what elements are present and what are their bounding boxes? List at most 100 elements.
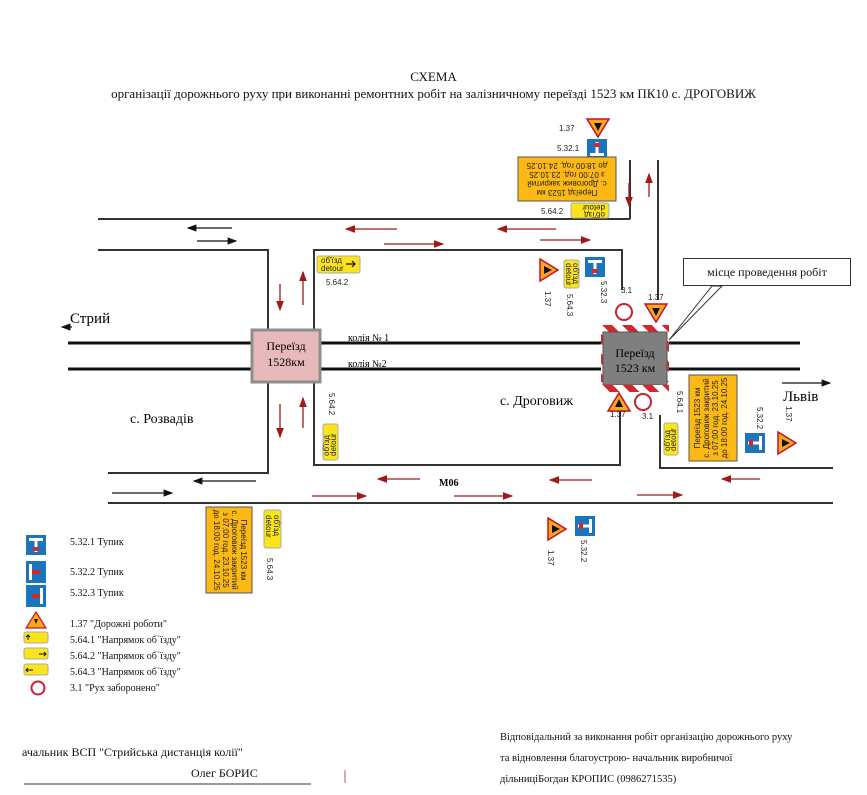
road-works-sign — [777, 431, 797, 455]
svg-text:с. Дроговиж закритий: с. Дроговиж закритий — [230, 510, 239, 589]
road-name: М06 — [439, 478, 458, 489]
responsible-line3: дільниціБогдан КРОПИС (0986271535) — [500, 774, 677, 785]
legend-no-traffic-icon — [30, 680, 46, 696]
dead-end-sign — [585, 257, 605, 277]
svg-text:с. Дроговиж закритий: с. Дроговиж закритий — [527, 179, 606, 188]
scheme-title: СХЕМА — [410, 69, 457, 84]
legend-item: 5.32.2 Тупик — [70, 567, 124, 578]
svg-text:detour: detour — [582, 203, 605, 212]
sign-code: 1.37 — [543, 291, 552, 307]
svg-text:до 18:00 год. 24.10.25: до 18:00 год. 24.10.25 — [720, 377, 729, 458]
svg-text:Переїзд 1523 км: Переїзд 1523 км — [239, 520, 248, 581]
svg-text:detour: detour — [321, 264, 344, 273]
svg-text:detour: detour — [564, 263, 573, 286]
svg-text:до 18:00 год. 24.10.25: до 18:00 год. 24.10.25 — [212, 510, 221, 591]
detour-sign-5643: об'їзд detour — [563, 259, 580, 289]
road-works-sign — [586, 118, 610, 138]
no-traffic-sign — [615, 303, 633, 321]
info-board-right: Переїзд 1523 км с. Дроговиж закритий з 0… — [688, 374, 738, 462]
sign-code: 1.37 — [546, 550, 555, 566]
village-rozvadiv: с. Розвадів — [130, 412, 194, 427]
crossing-1523-line2: 1523 км — [615, 361, 656, 375]
svg-text:з 07:00 год. 23.10.25: з 07:00 год. 23.10.25 — [221, 512, 230, 588]
svg-text:Переїзд 1523 км: Переїзд 1523 км — [693, 388, 702, 449]
track-2-label: колія №2 — [348, 359, 387, 370]
road-works-sign — [607, 392, 631, 412]
legend-item: 5.32.1 Тупик — [70, 537, 124, 548]
info-board-top: Переїзд 1523 км с. Дроговиж закритий з 0… — [517, 156, 617, 202]
legend-item: 5.64.2 "Напрямок об`їзду" — [70, 651, 181, 662]
work-zone-barrier — [601, 385, 669, 392]
detour-sign-top: об'їзд detour — [570, 202, 610, 219]
crossing-1528-line1: Переїзд — [266, 339, 305, 353]
svg-text:з 07:00 год. 23.10.25: з 07:00 год. 23.10.25 — [529, 170, 605, 179]
callout-pointer — [668, 285, 724, 341]
legend-item: 5.64.3 "Напрямок об`їзду" — [70, 667, 181, 678]
svg-text:об'їзд: об'їзд — [322, 435, 331, 456]
sign-code: 3.1 — [621, 286, 633, 295]
sign-code: 3.1 — [642, 412, 654, 421]
legend-detour-5642-icon — [23, 647, 49, 660]
road-edge — [313, 249, 623, 338]
sign-code: 1.37 — [610, 410, 626, 419]
road-edge — [108, 378, 269, 474]
road-edge — [98, 249, 269, 338]
svg-text:Переїзд 1523 км: Переїзд 1523 км — [537, 188, 598, 197]
svg-text:об'їзд: об'їзд — [584, 210, 605, 219]
dead-end-sign — [745, 433, 765, 453]
legend-detour-5641-icon — [23, 631, 49, 644]
legend-detour-5643-icon — [23, 663, 49, 676]
sign-code: 5.32.2 — [755, 407, 764, 430]
legend-item: 5.32.3 Тупик — [70, 588, 124, 599]
svg-text:об'їзд: об'їзд — [321, 256, 342, 265]
direction-stryi: Стрий — [70, 311, 110, 327]
detour-sign-5641: об'їзд detour — [663, 422, 679, 456]
road-works-sign — [547, 517, 567, 541]
sign-code: 5.64.3 — [265, 558, 274, 581]
crossing-1523 — [602, 331, 668, 386]
crossing-1528 — [250, 328, 322, 384]
dead-end-sign — [575, 516, 595, 536]
work-site-callout: місце проведення робіт — [683, 258, 851, 286]
signatory-name: Олег БОРИС — [191, 766, 258, 780]
svg-text:до 18:00 год. 24.10.25: до 18:00 год. 24.10.25 — [526, 161, 607, 170]
detour-sign-5643-bottom: об'їзд detour — [263, 509, 282, 549]
direction-lviv: Львів — [783, 389, 818, 405]
crossing-1528-line2: 1528км — [267, 355, 305, 369]
sign-code: 5.64.2 — [326, 278, 349, 287]
road-edge — [313, 378, 621, 466]
legend-item: 5.64.1 "Напрямок об`їзду" — [70, 635, 181, 646]
sign-code: 1.37 — [784, 406, 793, 422]
detour-arrows — [276, 172, 760, 500]
svg-text:об'їзд: об'їзд — [663, 430, 672, 451]
responsible-line1: Відповідальний за виконання робіт органі… — [500, 732, 793, 743]
no-traffic-sign — [634, 393, 652, 411]
responsible-line2: та відновлення благоустрою- начальник ви… — [500, 753, 733, 764]
road-edge — [659, 415, 833, 469]
svg-text:detour: detour — [329, 433, 338, 456]
sign-code: 5.32.2 — [579, 540, 588, 563]
detour-sign-5642: об'їзд detour — [316, 255, 361, 274]
svg-text:detour: detour — [264, 515, 273, 538]
legend-item: 3.1 "Рух заборонено" — [70, 683, 160, 694]
info-board-bottom: Переїзд 1523 км с. Дроговиж закритий з 0… — [205, 506, 253, 594]
sign-code: 5.64.3 — [565, 294, 574, 317]
road-works-sign — [539, 258, 559, 282]
crossing-1523-line1: Переїзд — [615, 346, 654, 360]
dead-end-sign — [587, 139, 607, 159]
detour-sign-5642-vertical: об'їзд detour — [322, 423, 339, 461]
svg-text:з 07:00 год. 23.10.25: з 07:00 год. 23.10.25 — [711, 380, 720, 456]
signatory-position: ачальник ВСП "Стрийська дистанція колії" — [22, 745, 243, 759]
legend-icons — [23, 535, 49, 696]
legend-item: 1.37 "Дорожні роботи" — [70, 619, 167, 630]
track-1-label: колія № 1 — [348, 333, 389, 344]
road-works-sign — [644, 303, 668, 323]
sign-code: 5.64.2 — [327, 393, 336, 416]
svg-text:с. Дроговиж закритий: с. Дроговиж закритий — [702, 378, 711, 457]
svg-text:об'їзд: об'їзд — [571, 263, 580, 284]
svg-text:об'їзд: об'їзд — [272, 515, 281, 536]
sign-code: 1.37 — [648, 293, 664, 302]
legend-dead-end-5321-icon — [26, 535, 46, 555]
sign-code: 5.32.1 — [557, 144, 580, 153]
